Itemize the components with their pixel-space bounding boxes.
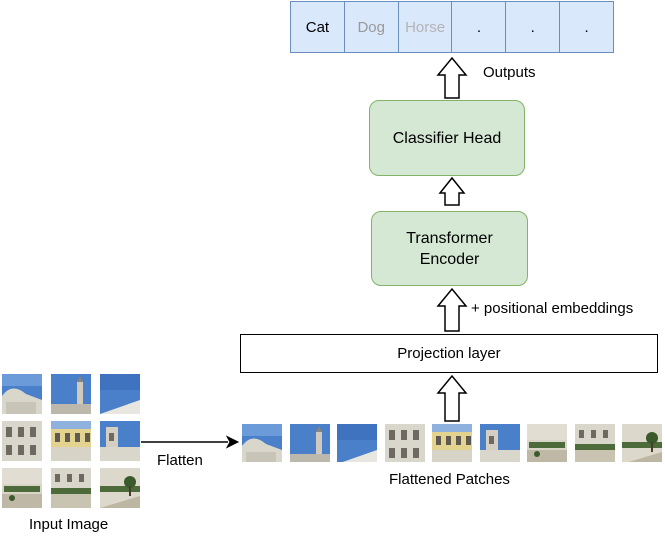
input-image-patch: [51, 421, 91, 461]
output-class-cell: Horse: [399, 2, 453, 52]
flattened-patch: [384, 424, 425, 462]
output-class-cell: .: [506, 2, 561, 52]
input-image-patch: [51, 374, 91, 414]
arrow-up-projection-icon: [436, 374, 468, 422]
output-class-cell: Cat: [291, 2, 345, 52]
flattened-patch: [432, 424, 472, 462]
output-class-cell: .: [452, 2, 507, 52]
arrow-up-encoder-icon: [436, 287, 468, 332]
projection-layer-label: Projection layer: [397, 345, 501, 362]
flattened-patch: [527, 424, 567, 462]
arrow-up-outputs-icon: [436, 56, 468, 99]
input-image-patch: [100, 421, 140, 461]
classifier-head-label: Classifier Head: [392, 129, 502, 147]
flattened-patch: [622, 424, 662, 462]
output-class-cell: .: [584, 18, 589, 36]
flatten-label: Flatten: [157, 452, 203, 469]
flattened-patch: [337, 424, 377, 462]
projection-layer-box: Projection layer: [240, 334, 658, 373]
flattened-patch: [574, 424, 615, 462]
flattened-patch: [479, 424, 520, 462]
input-image-label: Input Image: [29, 516, 109, 533]
output-class-cell: Dog: [345, 2, 399, 52]
flattened-patch: [289, 424, 330, 462]
input-image-patch: [2, 421, 42, 461]
arrow-up-classifier-icon: [438, 176, 466, 206]
transformer-encoder-label: Transformer Encoder: [406, 228, 493, 270]
outputs-label: Outputs: [483, 64, 536, 81]
input-image-patch: [100, 468, 140, 508]
classifier-head-box: Classifier Head: [369, 100, 525, 176]
flatten-arrow-head-icon: [225, 435, 240, 449]
transformer-encoder-line2: Encoder: [419, 250, 480, 268]
transformer-encoder-line1: Transformer: [406, 229, 493, 247]
flattened-patch: [242, 424, 282, 462]
input-image-patch: [100, 374, 140, 414]
flattened-patches-label: Flattened Patches: [389, 471, 510, 488]
input-image-patch: [51, 468, 91, 508]
transformer-encoder-box: Transformer Encoder: [371, 211, 528, 286]
input-image-patch: [2, 468, 42, 508]
input-image-patch: [2, 374, 42, 414]
positional-embeddings-label: + positional embeddings: [471, 300, 634, 317]
